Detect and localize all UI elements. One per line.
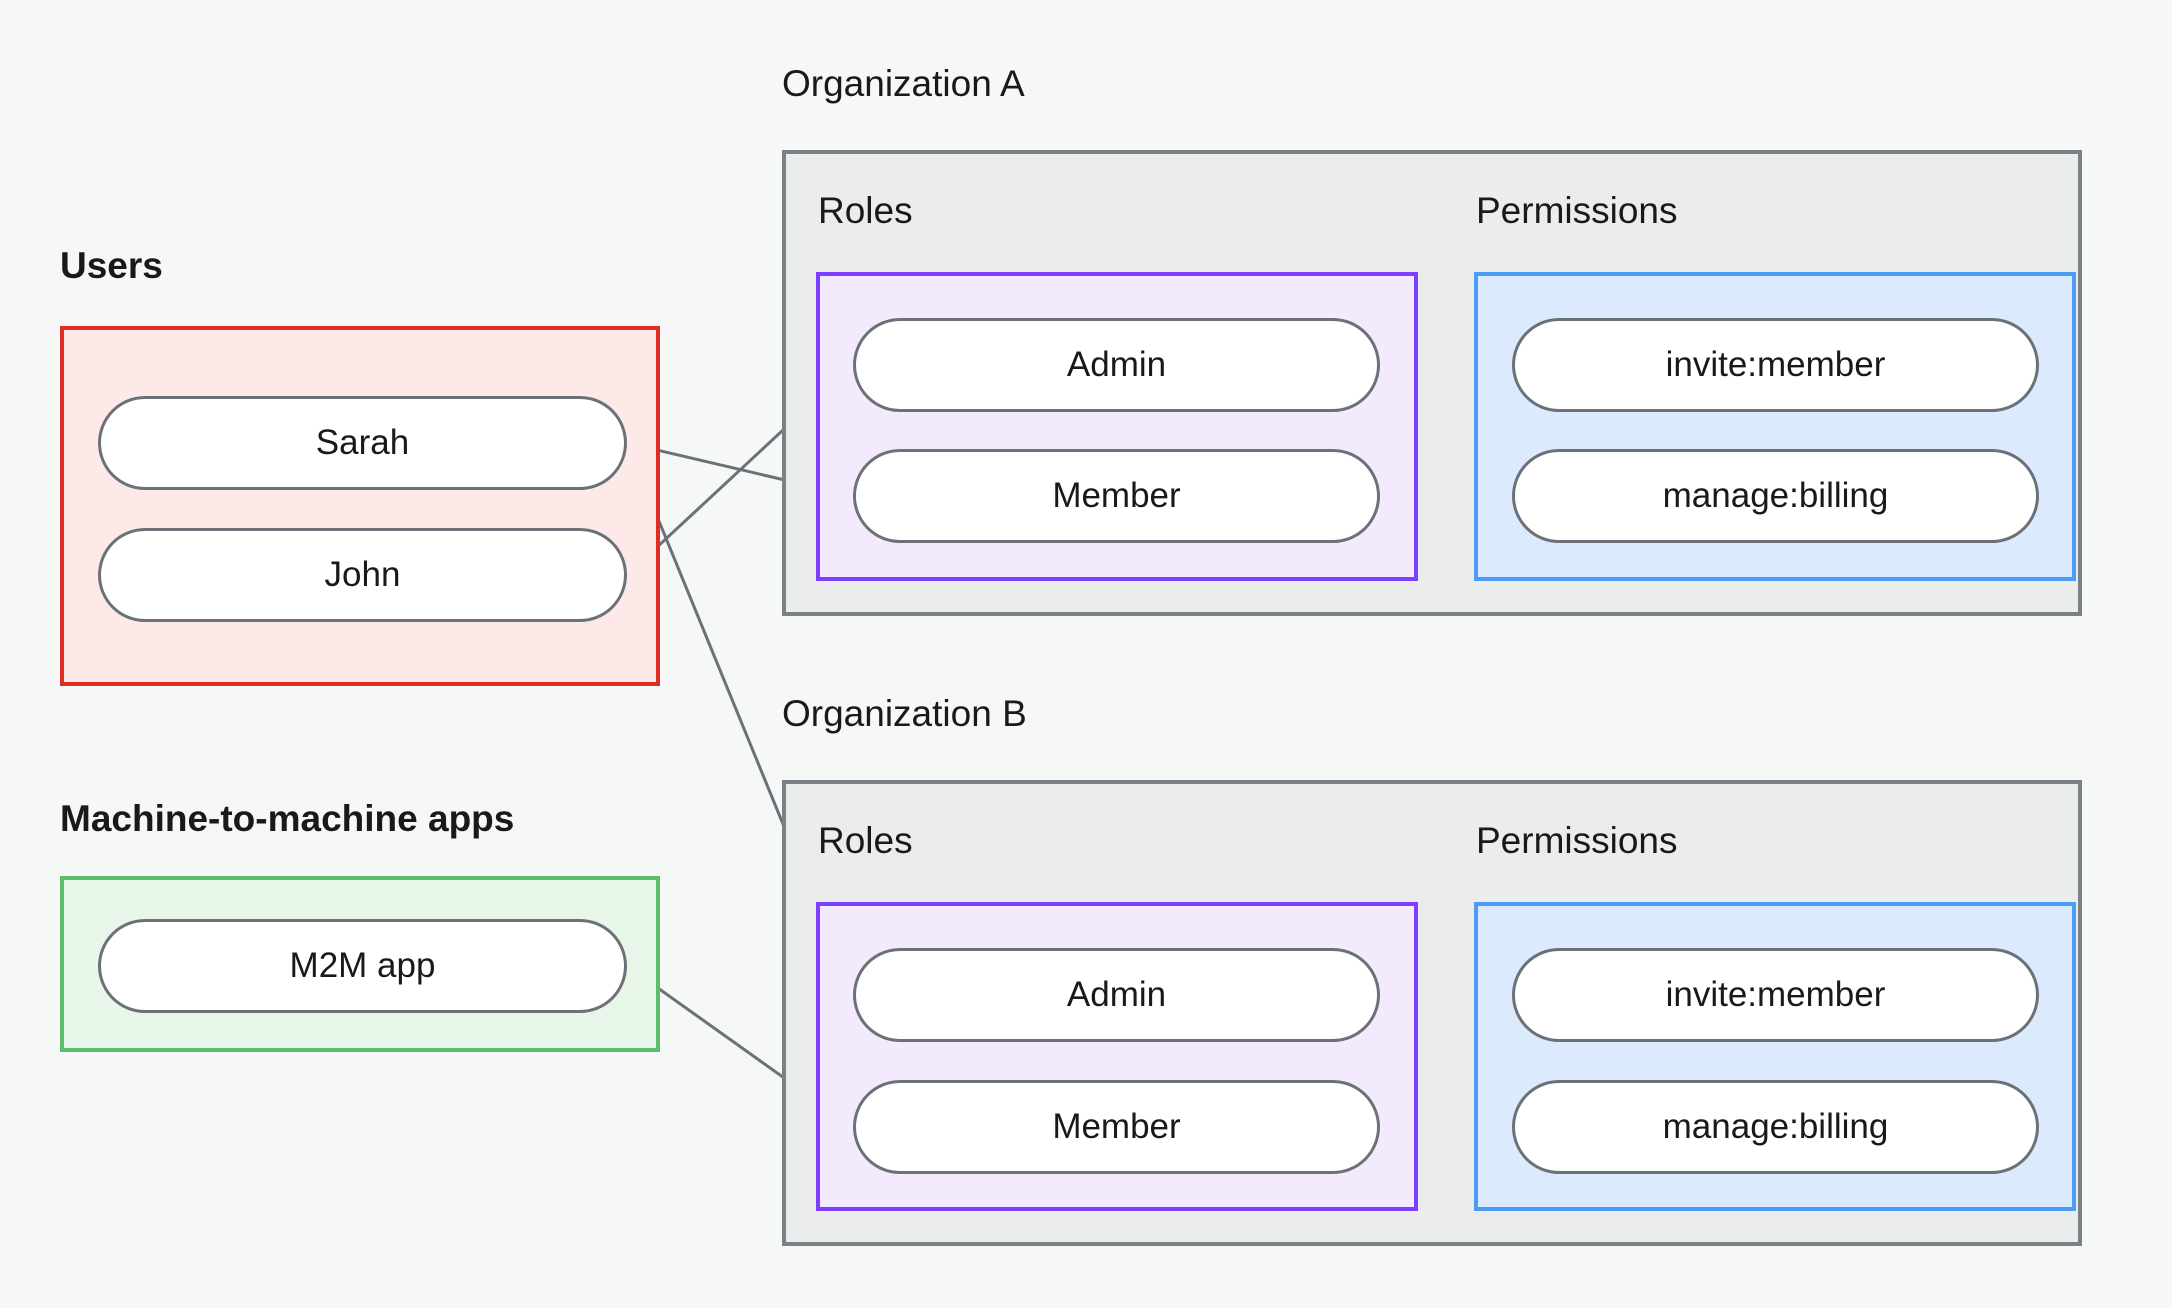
organization-a-role-member[interactable]: Member [853, 449, 1380, 543]
m2m-group-title: Machine-to-machine apps [60, 798, 515, 839]
organization-b-permission-invite-member[interactable]: invite:member [1512, 948, 2039, 1042]
organization-a-role-admin[interactable]: Admin [853, 318, 1380, 412]
organization-b-permission-manage-billing[interactable]: manage:billing [1512, 1080, 2039, 1174]
organization-a-roles-title: Roles [818, 190, 913, 231]
user-pill-sarah[interactable]: Sarah [98, 396, 627, 490]
organization-b-role-member[interactable]: Member [853, 1080, 1380, 1174]
organization-b-permissions-title: Permissions [1476, 820, 1678, 861]
users-group-box [60, 326, 660, 686]
organization-b-roles-title: Roles [818, 820, 913, 861]
organization-a-permission-invite-member[interactable]: invite:member [1512, 318, 2039, 412]
organization-a-permission-manage-billing[interactable]: manage:billing [1512, 449, 2039, 543]
organization-a-permissions-title: Permissions [1476, 190, 1678, 231]
user-pill-john[interactable]: John [98, 528, 627, 622]
organization-b-title: Organization B [782, 693, 1027, 734]
users-group-title: Users [60, 245, 163, 286]
m2m-pill-app[interactable]: M2M app [98, 919, 627, 1013]
organization-a-title: Organization A [782, 63, 1025, 104]
organization-b-role-admin[interactable]: Admin [853, 948, 1380, 1042]
